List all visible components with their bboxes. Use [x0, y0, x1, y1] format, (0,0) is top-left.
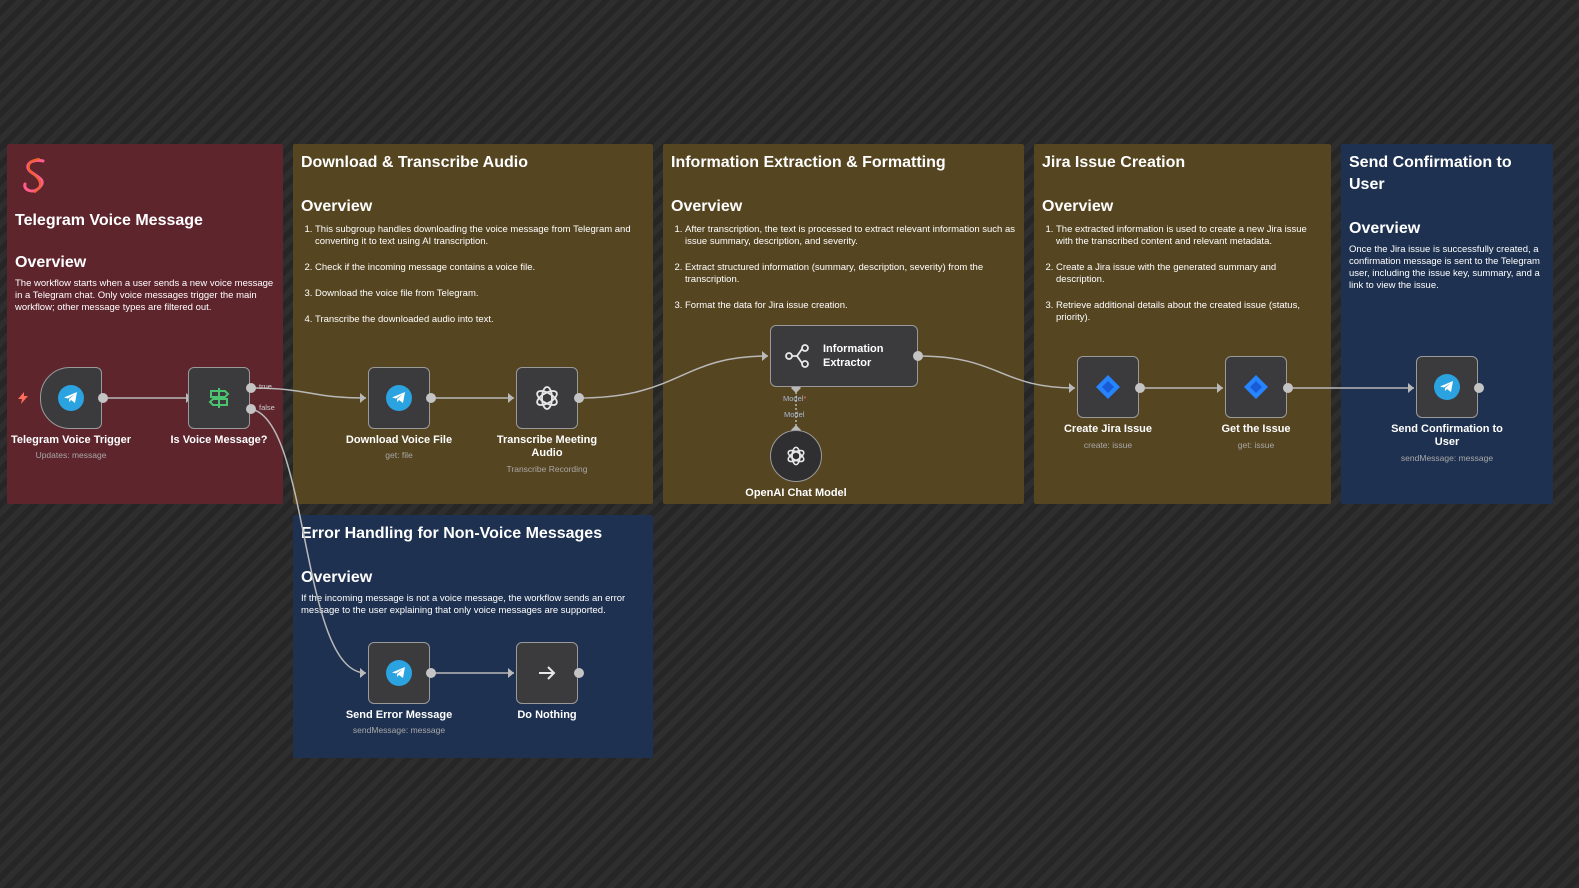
get-the-issue-node[interactable] — [1225, 356, 1287, 418]
output-handle[interactable] — [574, 668, 584, 678]
openai-icon — [787, 446, 805, 466]
node-subtitle: Updates: message — [35, 450, 107, 460]
node-label: Download Voice File — [345, 434, 453, 446]
node-label: Is Voice Message? — [170, 434, 268, 446]
information-extractor-node[interactable]: Information Extractor — [770, 325, 918, 387]
sticky-title: Error Handling for Non-Voice Messages — [301, 525, 603, 542]
overview-text: The workflow starts when a user sends a … — [15, 278, 274, 313]
telegram-icon — [386, 385, 412, 411]
wire-transcribe-to-extractor — [578, 355, 769, 399]
openai-chat-model-node[interactable] — [770, 430, 822, 482]
overview-text: If the incoming message is not a voice m… — [301, 593, 626, 616]
false-label: false — [259, 403, 275, 412]
node-label: Transcribe Meeting Audio — [496, 434, 598, 459]
step-2: Extract structured information (summary,… — [685, 262, 1016, 286]
node-label: Get the Issue — [1221, 423, 1291, 435]
signpost-icon — [208, 388, 230, 408]
do-nothing-node[interactable] — [516, 642, 578, 704]
sticky-title: Send Confirmation to User — [1349, 154, 1512, 193]
send-confirmation-node[interactable] — [1416, 356, 1478, 418]
wire-if-false-to-error — [250, 408, 367, 674]
openai-icon — [536, 386, 558, 410]
output-handle[interactable] — [426, 393, 436, 403]
jira-icon — [1244, 375, 1268, 399]
model-port-label: Model* — [783, 394, 806, 403]
telegram-voice-trigger-node[interactable] — [40, 367, 102, 429]
node-subtitle: Transcribe Recording — [506, 464, 588, 474]
node-label: Send Confirmation to User — [1391, 423, 1503, 448]
sticky-title: Jira Issue Creation — [1042, 154, 1186, 171]
step-4: Transcribe the downloaded audio into tex… — [315, 314, 645, 326]
node-label: Send Error Message — [345, 709, 453, 721]
sticky-information-extraction[interactable]: Information Extraction & Formatting Over… — [663, 144, 1024, 504]
true-label: true — [259, 382, 272, 391]
sticky-jira-issue-creation[interactable]: Jira Issue Creation Overview The extract… — [1034, 144, 1331, 504]
jira-icon — [1096, 375, 1120, 399]
overview-heading: Overview — [1042, 198, 1114, 215]
wire-extractor-to-jira — [917, 355, 1076, 389]
step-3: Retrieve additional details about the cr… — [1056, 300, 1323, 324]
step-3: Download the voice file from Telegram. — [315, 288, 645, 300]
step-2: Check if the incoming message contains a… — [315, 262, 645, 274]
logo-icon — [23, 158, 45, 193]
output-handle[interactable] — [426, 668, 436, 678]
node-label: OpenAI Chat Model — [745, 487, 847, 499]
sticky-download-transcribe[interactable]: Download & Transcribe Audio Overview Thi… — [293, 144, 653, 504]
sticky-title: Download & Transcribe Audio — [301, 154, 528, 171]
sticky-title: Telegram Voice Message — [15, 212, 203, 229]
sticky-title: Information Extraction & Formatting — [671, 154, 946, 171]
transcribe-meeting-audio-node[interactable] — [516, 367, 578, 429]
is-voice-message-node[interactable] — [188, 367, 250, 429]
required-marker: * — [803, 394, 807, 403]
telegram-icon — [386, 660, 412, 686]
telegram-icon — [58, 385, 84, 411]
wire-if-true-to-download — [250, 387, 367, 399]
node-subtitle: create: issue — [1083, 440, 1133, 450]
node-subtitle: sendMessage: message — [352, 725, 446, 735]
node-subtitle: get: issue — [1237, 440, 1275, 450]
telegram-icon — [1434, 374, 1460, 400]
true-output-handle[interactable] — [246, 383, 256, 393]
model-port-text: Model — [783, 394, 804, 403]
arrow-right-icon — [539, 666, 556, 680]
overview-text: Once the Jira issue is successfully crea… — [1349, 244, 1540, 291]
output-handle[interactable] — [574, 393, 584, 403]
download-voice-file-node[interactable] — [368, 367, 430, 429]
sticky-telegram-voice-message[interactable]: Telegram Voice Message Overview The work… — [7, 144, 283, 504]
output-handle[interactable] — [1283, 383, 1293, 393]
sticky-send-confirmation[interactable]: Send Confirmation to User Overview Once … — [1341, 144, 1553, 504]
overview-heading: Overview — [301, 198, 373, 215]
sticky-error-handling[interactable]: Error Handling for Non-Voice Messages Ov… — [293, 515, 653, 758]
extractor-icon — [785, 344, 809, 368]
send-error-message-node[interactable] — [368, 642, 430, 704]
step-2: Create a Jira issue with the generated s… — [1056, 262, 1323, 286]
output-handle[interactable] — [98, 393, 108, 403]
bolt-icon — [18, 392, 28, 404]
overview-heading: Overview — [671, 198, 743, 215]
step-1: The extracted information is used to cre… — [1056, 224, 1323, 248]
output-handle[interactable] — [1135, 383, 1145, 393]
overview-heading: Overview — [301, 569, 373, 586]
node-label: Do Nothing — [517, 709, 577, 721]
output-handle[interactable] — [913, 351, 923, 361]
node-subtitle: get: file — [385, 450, 413, 460]
overview-heading: Overview — [15, 254, 87, 271]
model-label: Model — [784, 410, 805, 419]
node-label: Create Jira Issue — [1063, 423, 1153, 435]
step-1: After transcription, the text is process… — [685, 224, 1016, 248]
node-subtitle: sendMessage: message — [1400, 453, 1494, 463]
node-label: Telegram Voice Trigger — [10, 434, 132, 446]
false-output-handle[interactable] — [246, 404, 256, 414]
output-handle[interactable] — [1474, 383, 1484, 393]
create-jira-issue-node[interactable] — [1077, 356, 1139, 418]
node-label: Information Extractor — [823, 343, 884, 369]
overview-heading: Overview — [1349, 220, 1421, 237]
step-3: Format the data for Jira issue creation. — [685, 300, 1016, 312]
step-1: This subgroup handles downloading the vo… — [315, 224, 645, 248]
